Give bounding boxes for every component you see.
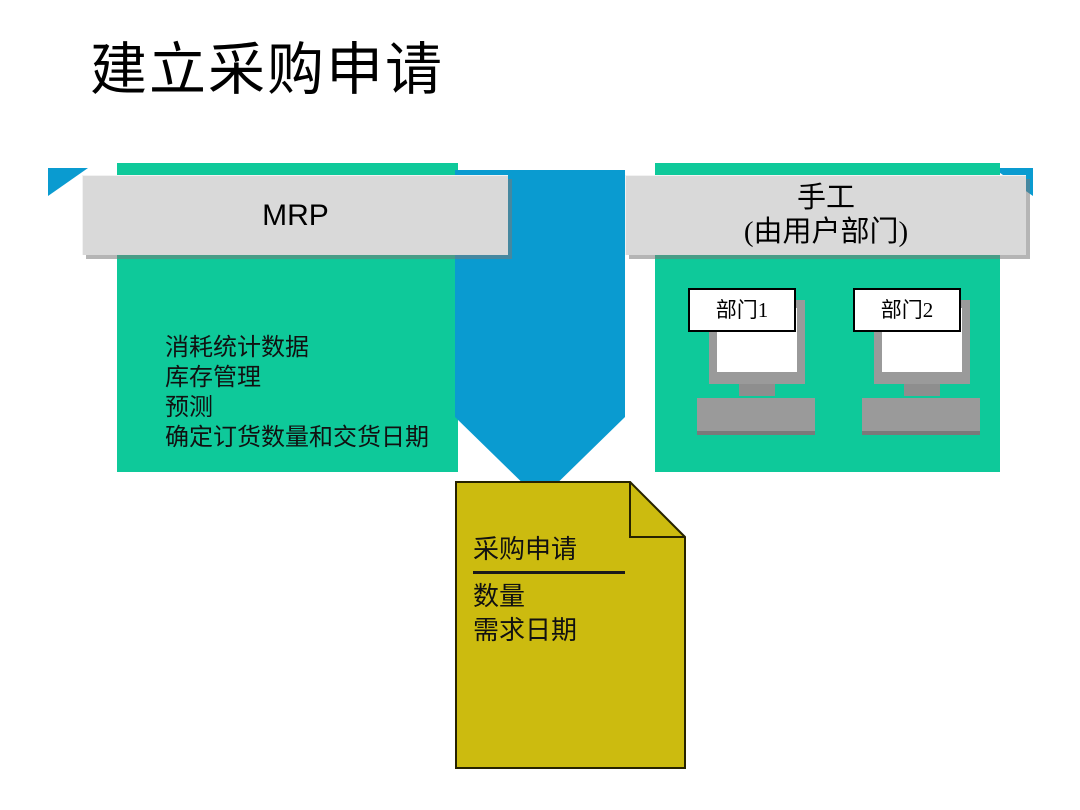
document-title: 采购申请 <box>473 535 578 564</box>
manual-header-plate[interactable]: 手工 (由用户部门) <box>625 175 1026 255</box>
document-field-required-date: 需求日期 <box>473 616 578 645</box>
blue-tab-left-icon <box>48 168 88 196</box>
page-title: 建立采购申请 <box>90 39 444 102</box>
mrp-feature-list: 消耗统计数据 库存管理 预测 确定订货数量和交货日期 <box>165 333 465 453</box>
document-shape-icon <box>455 479 688 769</box>
manual-header-label-line2: (由用户部门) <box>743 215 909 248</box>
list-item: 消耗统计数据 <box>165 335 309 361</box>
list-item: 确定订货数量和交货日期 <box>165 425 429 451</box>
mrp-header-plate[interactable]: MRP <box>82 175 508 255</box>
mrp-header-label: MRP <box>262 198 329 232</box>
list-item: 库存管理 <box>165 365 261 391</box>
department-1-label: 部门1 <box>688 288 796 332</box>
department-2-label: 部门2 <box>853 288 961 332</box>
manual-header-label-line1: 手工 <box>796 182 855 215</box>
document-divider <box>473 571 625 574</box>
list-item: 预测 <box>165 395 213 421</box>
document-field-quantity: 数量 <box>473 582 526 611</box>
purchase-requisition-document[interactable]: 采购申请 数量 需求日期 <box>455 479 688 769</box>
document-text: 采购申请 数量 需求日期 <box>473 533 673 648</box>
